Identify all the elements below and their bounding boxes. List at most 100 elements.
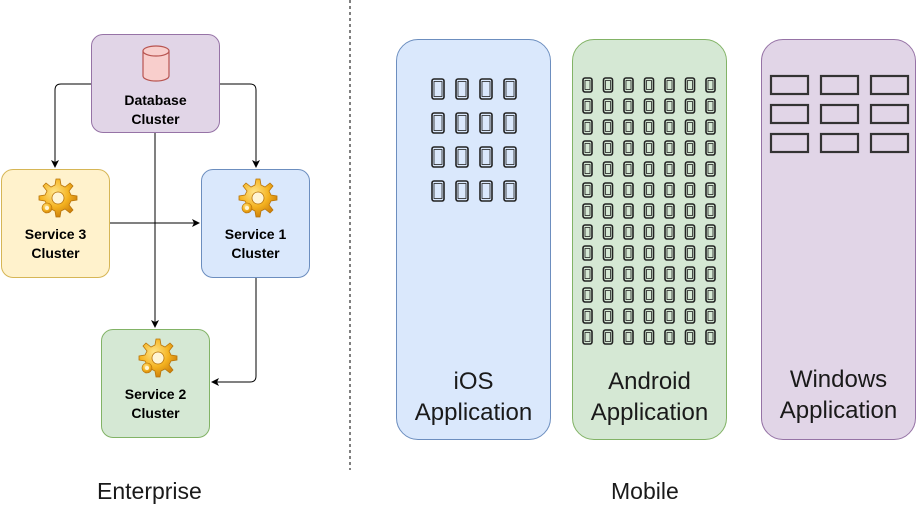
smartphone-icon bbox=[623, 203, 634, 219]
smartphone-icon bbox=[479, 112, 493, 134]
windows-application-label: Windows Application bbox=[779, 366, 898, 424]
smartphone-icon bbox=[503, 112, 517, 134]
smartphone-icon bbox=[602, 161, 614, 177]
smartphone-icon bbox=[602, 308, 614, 324]
smartphone-icon bbox=[623, 161, 634, 177]
smartphone-icon bbox=[431, 78, 445, 100]
database-cluster-label: Database Cluster bbox=[124, 92, 187, 127]
service1-cluster-node[interactable]: Service 1 Cluster bbox=[201, 169, 310, 278]
smartphone-icon bbox=[684, 182, 696, 198]
smartphone-icon bbox=[582, 161, 593, 177]
gear-icon bbox=[38, 178, 78, 218]
android-application-label: Android Application bbox=[590, 368, 709, 426]
smartphone-icon bbox=[582, 266, 593, 282]
smartphone-icon bbox=[623, 140, 634, 156]
ios-application-panel[interactable]: iOS Application bbox=[396, 39, 551, 440]
windows-application-panel[interactable]: Windows Application bbox=[761, 39, 916, 440]
database-cluster-node[interactable]: Database Cluster bbox=[91, 34, 220, 133]
smartphone-icon bbox=[705, 119, 716, 135]
edge-database-to-service1 bbox=[220, 83, 260, 168]
service3-cluster-node[interactable]: Service 3 Cluster bbox=[1, 169, 110, 278]
smartphone-icon bbox=[582, 224, 593, 240]
smartphone-icon bbox=[664, 98, 675, 114]
smartphone-icon bbox=[503, 180, 517, 202]
smartphone-icon bbox=[684, 161, 696, 177]
desktop-window-icon bbox=[819, 103, 860, 125]
smartphone-icon bbox=[705, 245, 716, 261]
smartphone-icon bbox=[582, 98, 593, 114]
smartphone-icon bbox=[602, 182, 614, 198]
smartphone-icon bbox=[602, 266, 614, 282]
smartphone-icon bbox=[705, 266, 716, 282]
smartphone-icon bbox=[664, 308, 675, 324]
mobile-section-label: Mobile bbox=[611, 478, 679, 504]
smartphone-icon bbox=[455, 78, 469, 100]
smartphone-icon bbox=[684, 308, 696, 324]
smartphone-icon bbox=[705, 140, 716, 156]
ios-device-grid bbox=[431, 78, 517, 202]
smartphone-icon bbox=[664, 161, 675, 177]
smartphone-icon bbox=[705, 287, 716, 303]
smartphone-icon bbox=[705, 308, 716, 324]
service3-cluster-label: Service 3 Cluster bbox=[24, 226, 87, 261]
smartphone-icon bbox=[479, 78, 493, 100]
smartphone-icon bbox=[705, 161, 716, 177]
desktop-window-icon bbox=[769, 74, 810, 96]
smartphone-icon bbox=[431, 146, 445, 168]
smartphone-icon bbox=[623, 245, 634, 261]
smartphone-icon bbox=[431, 112, 445, 134]
smartphone-icon bbox=[643, 77, 655, 93]
smartphone-icon bbox=[602, 140, 614, 156]
smartphone-icon bbox=[602, 287, 614, 303]
smartphone-icon bbox=[582, 329, 593, 345]
android-device-grid bbox=[582, 77, 716, 345]
smartphone-icon bbox=[705, 98, 716, 114]
smartphone-icon bbox=[664, 287, 675, 303]
smartphone-icon bbox=[664, 224, 675, 240]
smartphone-icon bbox=[455, 146, 469, 168]
smartphone-icon bbox=[623, 287, 634, 303]
smartphone-icon bbox=[643, 98, 655, 114]
smartphone-icon bbox=[664, 77, 675, 93]
smartphone-icon bbox=[623, 182, 634, 198]
smartphone-icon bbox=[503, 146, 517, 168]
desktop-window-icon bbox=[819, 74, 860, 96]
smartphone-icon bbox=[602, 98, 614, 114]
smartphone-icon bbox=[602, 119, 614, 135]
service2-cluster-node[interactable]: Service 2 Cluster bbox=[101, 329, 210, 438]
smartphone-icon bbox=[602, 224, 614, 240]
smartphone-icon bbox=[643, 224, 655, 240]
smartphone-icon bbox=[582, 203, 593, 219]
desktop-window-icon bbox=[869, 132, 910, 154]
smartphone-icon bbox=[582, 245, 593, 261]
smartphone-icon bbox=[664, 266, 675, 282]
windows-device-grid bbox=[769, 74, 910, 154]
smartphone-icon bbox=[479, 180, 493, 202]
smartphone-icon bbox=[684, 98, 696, 114]
smartphone-icon bbox=[479, 146, 493, 168]
smartphone-icon bbox=[582, 119, 593, 135]
service1-cluster-label: Service 1 Cluster bbox=[224, 226, 287, 261]
smartphone-icon bbox=[602, 77, 614, 93]
smartphone-icon bbox=[602, 329, 614, 345]
smartphone-icon bbox=[623, 77, 634, 93]
android-application-panel[interactable]: Android Application bbox=[572, 39, 727, 440]
desktop-window-icon bbox=[769, 103, 810, 125]
smartphone-icon bbox=[684, 287, 696, 303]
smartphone-icon bbox=[643, 245, 655, 261]
smartphone-icon bbox=[623, 119, 634, 135]
smartphone-icon bbox=[643, 329, 655, 345]
smartphone-icon bbox=[455, 180, 469, 202]
smartphone-icon bbox=[643, 266, 655, 282]
desktop-window-icon bbox=[819, 132, 860, 154]
smartphone-icon bbox=[684, 140, 696, 156]
smartphone-icon bbox=[582, 308, 593, 324]
smartphone-icon bbox=[643, 119, 655, 135]
smartphone-icon bbox=[431, 180, 445, 202]
smartphone-icon bbox=[643, 182, 655, 198]
edge-database-to-service3 bbox=[51, 83, 91, 168]
smartphone-icon bbox=[705, 203, 716, 219]
smartphone-icon bbox=[705, 224, 716, 240]
smartphone-icon bbox=[643, 287, 655, 303]
